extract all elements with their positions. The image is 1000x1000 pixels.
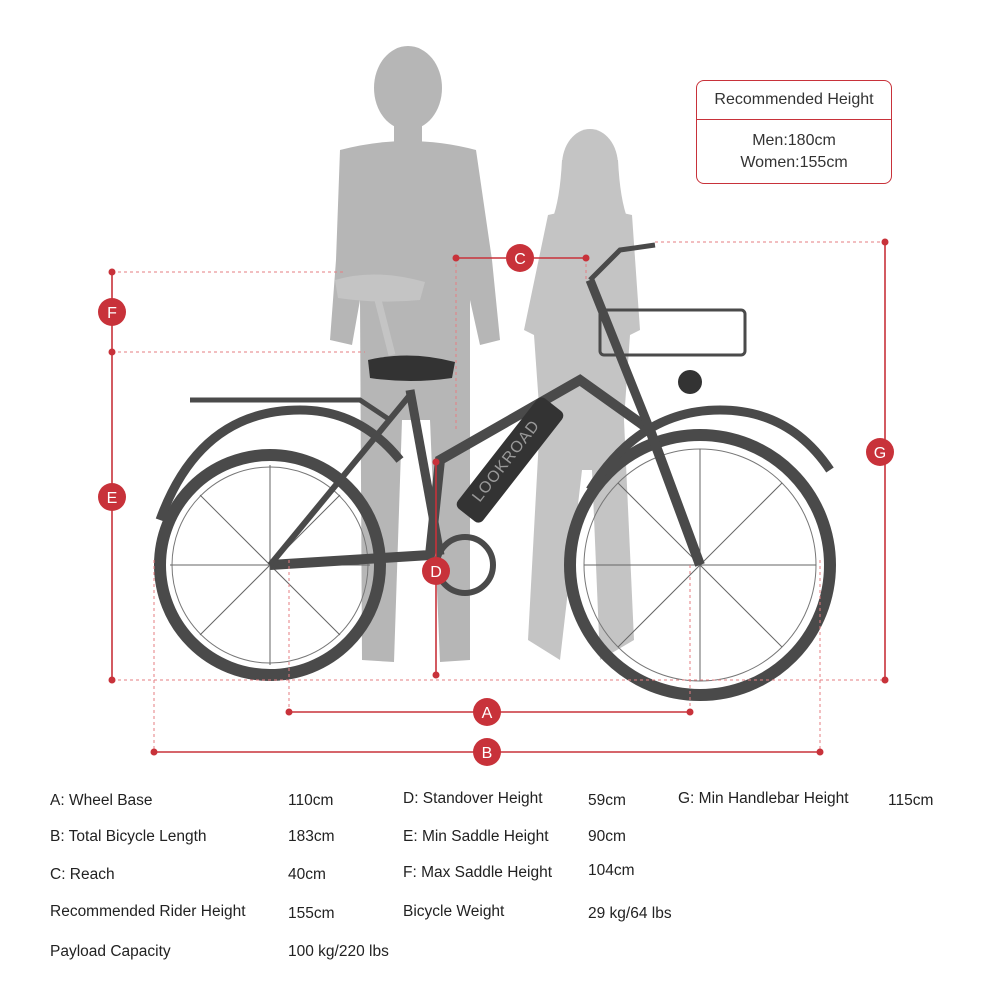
silhouette-man [330, 46, 500, 662]
battery-brand-label: LOOKROAD [469, 417, 543, 505]
marker-d: D [422, 557, 450, 585]
spec-value-min-handlebar: 115cm [888, 792, 934, 809]
marker-f: F [98, 298, 126, 326]
spec-label-rider-height: Recommended Rider Height [50, 903, 246, 920]
recommended-height-box: Recommended Height Men:180cm Women:155cm [696, 80, 892, 184]
marker-c: C [506, 244, 534, 272]
svg-text:E: E [107, 490, 118, 507]
spec-label-wheel-base: A: Wheel Base [50, 792, 153, 809]
spec-value-min-saddle: 90cm [588, 828, 626, 845]
marker-e: E [98, 483, 126, 511]
spec-label-payload: Payload Capacity [50, 943, 171, 960]
spec-value-total-length: 183cm [288, 828, 335, 845]
spec-value-rider-height: 155cm [288, 905, 335, 922]
svg-text:D: D [430, 564, 442, 581]
bike-dimension-diagram: LOOKROAD [98, 46, 894, 766]
rear-wheel [154, 449, 386, 681]
marker-a: A [473, 698, 501, 726]
marker-g: G [866, 438, 894, 466]
svg-text:A: A [482, 705, 493, 722]
spec-value-payload: 100 kg/220 lbs [288, 943, 389, 960]
spec-label-reach: C: Reach [50, 866, 115, 883]
svg-text:F: F [107, 305, 117, 322]
svg-text:B: B [482, 745, 493, 762]
bicycle [154, 242, 836, 701]
spec-value-standover: 59cm [588, 792, 626, 809]
recommended-height-title: Recommended Height [697, 81, 891, 120]
spec-label-standover: D: Standover Height [403, 790, 543, 807]
spec-label-min-saddle: E: Min Saddle Height [403, 828, 549, 845]
spec-value-reach: 40cm [288, 866, 326, 883]
dimension-lines [108, 238, 889, 756]
men-height: Men:180cm [752, 132, 836, 149]
spec-label-max-saddle: F: Max Saddle Height [403, 864, 553, 881]
svg-text:C: C [514, 251, 526, 268]
svg-text:G: G [874, 445, 886, 462]
spec-label-total-length: B: Total Bicycle Length [50, 828, 207, 845]
marker-b: B [473, 738, 501, 766]
women-height: Women:155cm [740, 154, 848, 171]
spec-value-max-saddle: 104cm [588, 862, 635, 879]
silhouette-woman [524, 129, 640, 660]
spec-label-weight: Bicycle Weight [403, 903, 505, 920]
spec-value-wheel-base: 110cm [288, 792, 334, 809]
spec-value-weight: 29 kg/64 lbs [588, 905, 672, 922]
spec-label-min-handlebar: G: Min Handlebar Height [678, 790, 849, 807]
front-wheel [564, 429, 836, 701]
